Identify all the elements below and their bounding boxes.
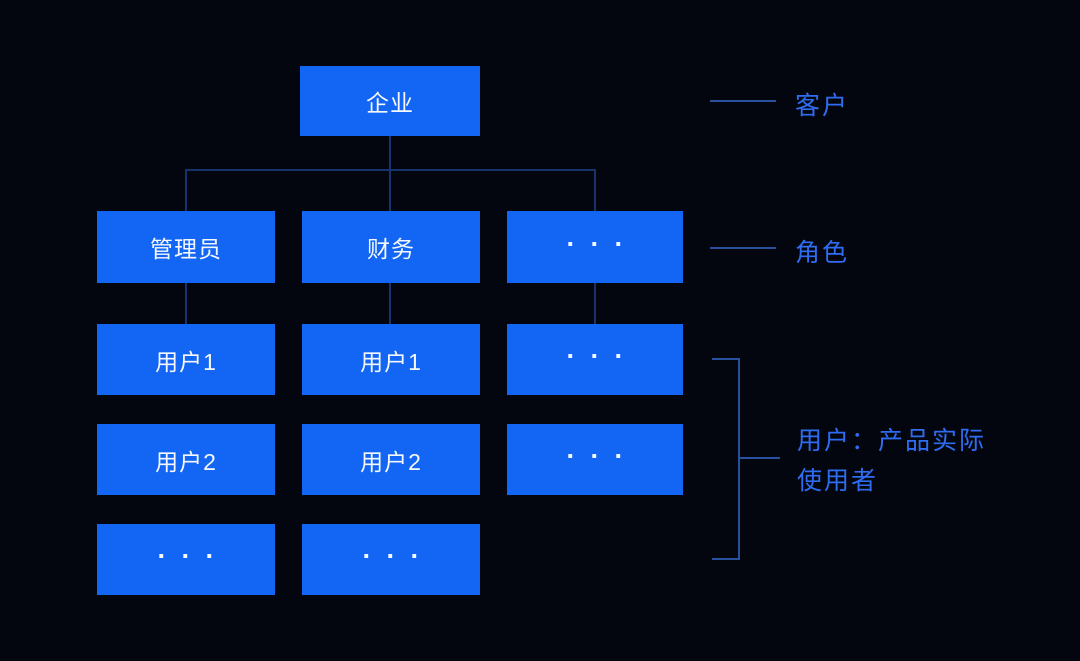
annotation-users-line2: 使用者 <box>797 467 879 495</box>
annotation-bracket-tick <box>738 457 780 459</box>
annotation-role-label: 角色 <box>795 239 850 267</box>
node-user1-col1: 用户1 <box>97 324 275 395</box>
node-user1-col1-label: 用户1 <box>155 348 217 375</box>
node-user1-more-label: ··· <box>566 341 639 371</box>
node-role-more-label: ··· <box>566 228 639 259</box>
node-user2-more: ··· <box>507 424 683 495</box>
node-enterprise: 企业 <box>300 66 480 136</box>
node-usermore-col1: ··· <box>97 524 275 595</box>
annotation-line-customer <box>710 100 776 102</box>
node-user2-col2: 用户2 <box>302 424 480 495</box>
node-role-finance-label: 财务 <box>367 236 415 262</box>
node-user2-more-label: ··· <box>566 441 639 471</box>
annotation-users-line1: 用户：产品实际 <box>797 427 987 455</box>
node-user2-col1: 用户2 <box>97 424 275 495</box>
node-usermore-col1-label: ··· <box>157 541 230 571</box>
connector-role-user-col1 <box>185 283 187 324</box>
node-role-admin: 管理员 <box>97 211 275 283</box>
annotation-users-label: 用户：产品实际 使用者 <box>797 421 986 501</box>
node-role-finance: 财务 <box>302 211 480 283</box>
node-user1-col2: 用户1 <box>302 324 480 395</box>
node-usermore-col2: ··· <box>302 524 480 595</box>
node-user1-col2-label: 用户1 <box>360 348 422 375</box>
node-enterprise-label: 企业 <box>366 90 414 116</box>
node-role-more: ··· <box>507 211 683 283</box>
node-role-admin-label: 管理员 <box>150 236 222 262</box>
connector-drop-col2 <box>389 169 391 211</box>
node-user2-col1-label: 用户2 <box>155 448 217 475</box>
annotation-customer-label: 客户 <box>795 92 850 120</box>
connector-drop-col3 <box>594 169 596 211</box>
node-user2-col2-label: 用户2 <box>360 448 422 475</box>
connector-role-user-col2 <box>389 283 391 324</box>
connector-role-user-col3 <box>594 283 596 324</box>
annotation-line-role <box>710 247 776 249</box>
connector-root-stem <box>389 136 391 171</box>
node-usermore-col2-label: ··· <box>362 541 435 571</box>
node-user1-more: ··· <box>507 324 683 395</box>
annotation-bracket-users <box>712 358 740 560</box>
connector-drop-col1 <box>185 169 187 211</box>
